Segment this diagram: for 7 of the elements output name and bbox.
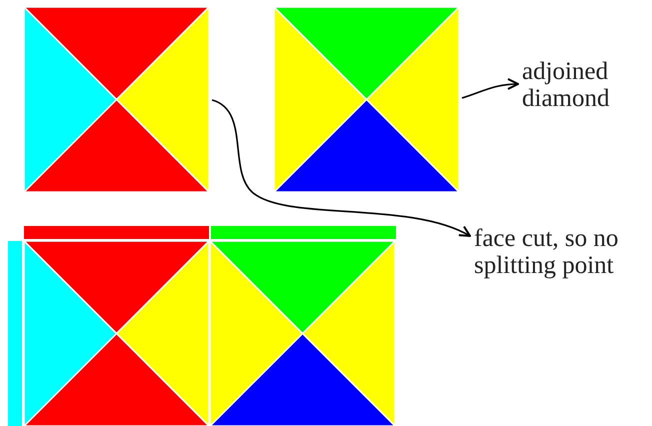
tile-drawing: [24, 7, 210, 193]
annotation-text: adjoined diamond: [522, 58, 642, 114]
curved-arrow: [212, 99, 471, 238]
adjoined-tiles-drawing: [8, 226, 397, 426]
tile-drawing: [274, 7, 460, 193]
curved-arrow: [462, 78, 519, 99]
annotation-text: face cut, so no splitting point: [474, 225, 650, 285]
